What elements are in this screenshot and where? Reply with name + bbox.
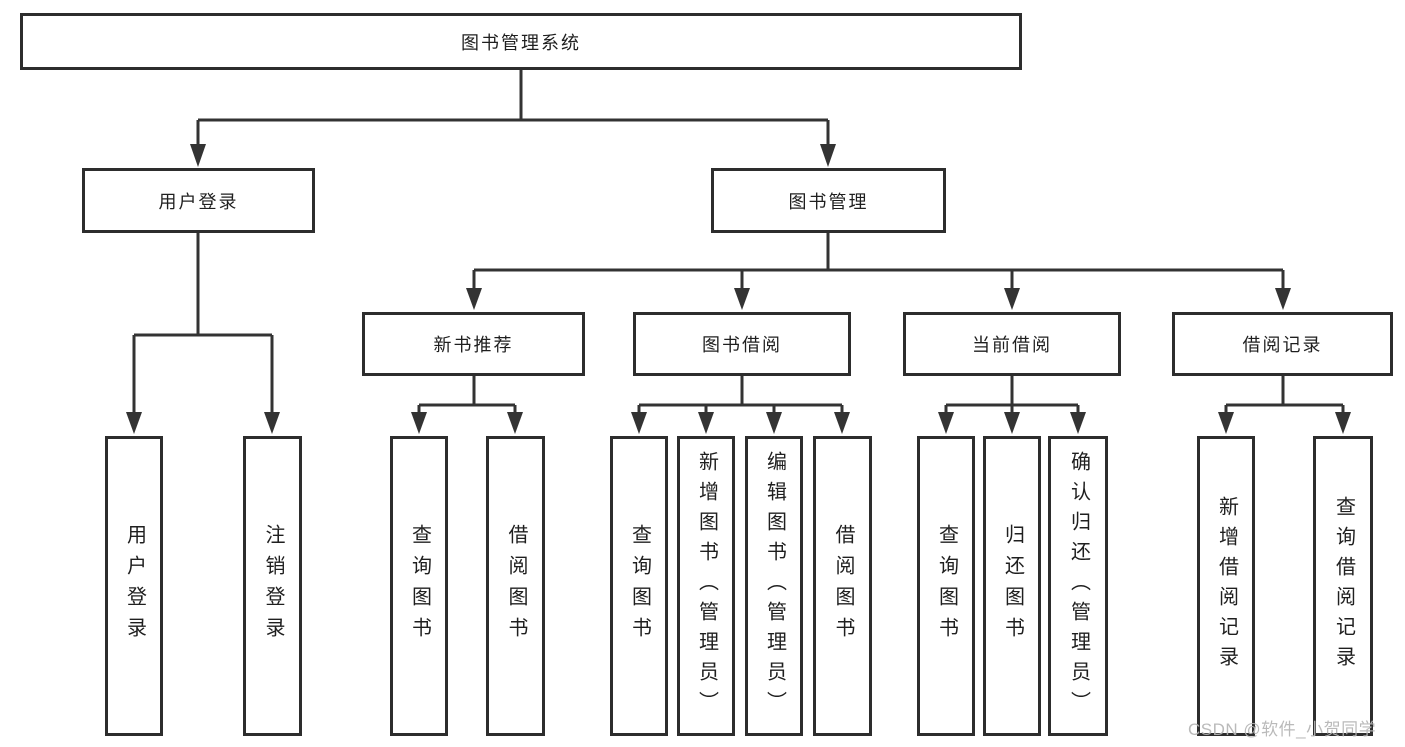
leaf-query-borrow-record: 查询借阅记录 [1313, 436, 1373, 736]
node-book-management: 图书管理 [711, 168, 946, 233]
node-label: 借阅图书 [832, 524, 854, 648]
arrowhead-icon [1218, 412, 1234, 434]
arrowhead-icon [1335, 412, 1351, 434]
arrowhead-icon [834, 412, 850, 434]
leaf-borrow-books-borrowing: 借阅图书 [813, 436, 872, 736]
arrowhead-icon [126, 412, 142, 434]
leaf-add-borrow-record: 新增借阅记录 [1197, 436, 1255, 736]
leaf-edit-book-admin: 编辑图书（管理员） [745, 436, 803, 736]
node-label: 确认归还（管理员） [1067, 451, 1090, 721]
arrowhead-icon [1070, 412, 1086, 434]
leaf-confirm-return-admin: 确认归还（管理员） [1048, 436, 1108, 736]
arrowhead-icon [1004, 412, 1020, 434]
leaf-return-book: 归还图书 [983, 436, 1041, 736]
node-library-management-system: 图书管理系统 [20, 13, 1022, 70]
node-label: 用户登录 [123, 524, 146, 648]
node-label: 新增图书（管理员） [695, 451, 718, 721]
arrowhead-icon [631, 412, 647, 434]
node-book-borrowing: 图书借阅 [633, 312, 851, 376]
arrowhead-icon [1004, 288, 1020, 310]
leaf-query-books-borrowing: 查询图书 [610, 436, 668, 736]
wire-path [132, 70, 1345, 416]
node-label: 借阅记录 [1242, 335, 1323, 355]
node-label: 查询图书 [935, 524, 958, 648]
node-user-login: 用户登录 [82, 168, 315, 233]
arrowhead-icon [820, 144, 836, 167]
csdn-watermark: CSDN @软件_小贺同学 [1188, 720, 1377, 739]
arrowhead-icon [1275, 288, 1291, 310]
node-current-borrowing: 当前借阅 [903, 312, 1121, 376]
node-label: 图书管理系统 [461, 32, 581, 53]
node-label: 查询图书 [408, 524, 431, 648]
arrowhead-icon [411, 412, 427, 434]
node-new-book-recommend: 新书推荐 [362, 312, 585, 376]
node-label: 借阅图书 [505, 524, 527, 648]
node-label: 图书管理 [788, 191, 869, 212]
leaf-logout: 注销登录 [243, 436, 302, 736]
node-label: 编辑图书（管理员） [763, 451, 786, 721]
arrowhead-icon [507, 412, 523, 434]
arrowhead-icon [734, 288, 750, 310]
arrowhead-icon [766, 412, 782, 434]
arrowhead-icon [264, 412, 280, 434]
leaf-borrow-books-recommend: 借阅图书 [486, 436, 545, 736]
node-label: 注销登录 [262, 524, 284, 648]
arrowhead-icon [190, 144, 206, 167]
arrowhead-icon [466, 288, 482, 310]
node-label: 用户登录 [158, 191, 239, 212]
node-borrowing-records: 借阅记录 [1172, 312, 1393, 376]
node-label: 图书借阅 [702, 335, 782, 355]
node-label: 当前借阅 [972, 335, 1052, 355]
arrowhead-icon [698, 412, 714, 434]
node-label: 查询借阅记录 [1332, 496, 1355, 676]
node-label: 新增借阅记录 [1215, 496, 1238, 676]
leaf-add-book-admin: 新增图书（管理员） [677, 436, 735, 736]
leaf-query-books-current: 查询图书 [917, 436, 975, 736]
leaf-user-login: 用户登录 [105, 436, 163, 736]
leaf-query-books-recommend: 查询图书 [390, 436, 448, 736]
node-label: 查询图书 [628, 524, 651, 648]
arrowhead-icon [938, 412, 954, 434]
node-label: 归还图书 [1001, 524, 1024, 648]
node-label: 新书推荐 [433, 335, 514, 355]
